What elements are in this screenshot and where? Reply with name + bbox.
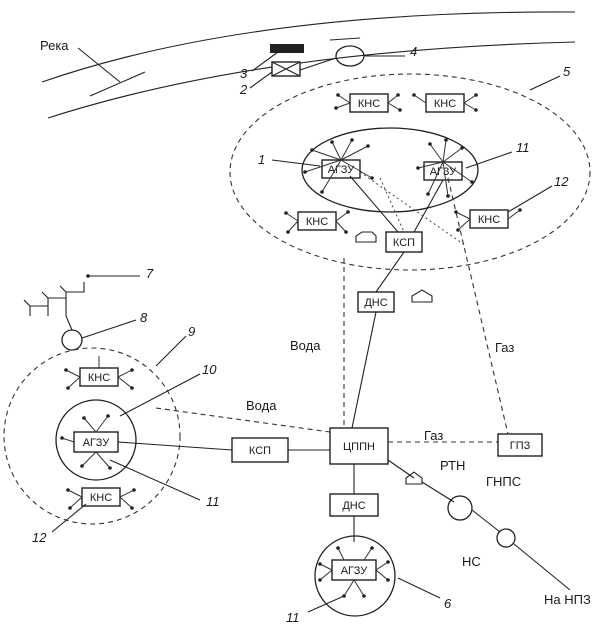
- svg-text:КСП: КСП: [393, 237, 415, 249]
- svg-text:ДНС: ДНС: [342, 500, 365, 512]
- number-3: 3: [240, 66, 248, 81]
- number-11-bottom: 11: [286, 610, 300, 625]
- leader-3: [251, 51, 279, 72]
- leader-6: [397, 577, 441, 599]
- well-group-icon: [23, 282, 85, 316]
- number-1: 1: [258, 152, 265, 167]
- number-4: 4: [410, 44, 417, 59]
- kns-box: КНС: [81, 487, 121, 507]
- ksp-box: КСП: [385, 231, 423, 253]
- gnps-station-icon: [447, 495, 473, 521]
- dns-box: ДНС: [329, 493, 379, 517]
- agzu-box: АГЗУ: [321, 159, 361, 179]
- svg-text:АГЗУ: АГЗУ: [328, 164, 356, 176]
- kns-box: КНС: [469, 209, 509, 229]
- agzu-box: АГЗУ: [73, 431, 119, 453]
- gas-label-2: Газ: [424, 428, 443, 443]
- gnps-label: ГНПС: [486, 474, 521, 489]
- svg-text:АГЗУ: АГЗУ: [83, 437, 111, 449]
- leader-10: [119, 373, 201, 417]
- ns-station-icon: [496, 528, 516, 548]
- ksp-dns-line: [375, 251, 405, 293]
- number-8: 8: [140, 310, 148, 325]
- leader-1: [271, 159, 321, 167]
- water-label-2: Вода: [246, 398, 277, 413]
- agzu-ksp-lines: [349, 175, 444, 233]
- svg-text:ГПЗ: ГПЗ: [510, 440, 531, 452]
- well-cluster-boundary: [301, 127, 479, 213]
- tank-icon: [405, 471, 423, 485]
- water-label-1: Вода: [290, 338, 321, 353]
- number-9: 9: [188, 324, 195, 339]
- svg-text:ДНС: ДНС: [364, 297, 387, 309]
- number-5: 5: [563, 64, 571, 79]
- svg-text:АГЗУ: АГЗУ: [341, 565, 369, 577]
- number-12-left: 12: [32, 530, 47, 545]
- tank-icon: [355, 231, 377, 243]
- water-tank-icon: [335, 45, 365, 67]
- ksp-box: КСП: [231, 437, 289, 463]
- svg-text:КНС: КНС: [88, 372, 110, 384]
- number-2: 2: [239, 82, 248, 97]
- number-11: 11: [516, 140, 530, 155]
- svg-text:КНС: КНС: [90, 492, 112, 504]
- gas-label-1: Газ: [495, 340, 514, 355]
- oil-field-boundary: [229, 73, 591, 271]
- tank-icon: [411, 289, 433, 303]
- gnps-ns-line: [471, 509, 501, 533]
- tank-8-icon: [61, 329, 83, 351]
- kns-box: КНС: [79, 367, 119, 387]
- svg-text:КНС: КНС: [306, 216, 328, 228]
- svg-text:КНС: КНС: [434, 98, 456, 110]
- river-label: Река: [40, 38, 69, 53]
- well-spokes: [303, 138, 474, 198]
- leader-9: [155, 335, 187, 367]
- leader-12: [507, 185, 553, 213]
- dns-cppn-line: [351, 311, 377, 429]
- leader-5: [529, 75, 561, 91]
- pump-icon: [271, 61, 301, 77]
- svg-text:ЦППН: ЦППН: [343, 441, 375, 453]
- ns-npz-line: [513, 543, 571, 591]
- svg-text:КСП: КСП: [249, 445, 271, 457]
- dns-box: ДНС: [357, 291, 395, 313]
- bottom-field-boundary: [314, 535, 396, 617]
- number-10: 10: [202, 362, 217, 377]
- agzu-box: АГЗУ: [331, 559, 377, 581]
- to-npz-label: На НПЗ: [544, 592, 591, 607]
- kns-box: КНС: [425, 93, 465, 113]
- left-field-boundary: [3, 347, 181, 525]
- tank-link: [299, 57, 337, 71]
- svg-text:КНС: КНС: [358, 98, 380, 110]
- rtn-gnps-line: [421, 481, 455, 503]
- cppn-rtn-line: [387, 459, 415, 479]
- number-12: 12: [554, 174, 569, 189]
- leader-2: [249, 71, 273, 89]
- leader-11: [465, 151, 513, 169]
- svg-text:КНС: КНС: [478, 214, 500, 226]
- water-line-left: [155, 407, 331, 433]
- gpz-box: ГПЗ: [497, 433, 543, 457]
- kns-box: КНС: [349, 93, 389, 113]
- river: [41, 11, 576, 119]
- number-7: 7: [146, 266, 154, 281]
- agzu-ksp-line: [117, 441, 233, 451]
- leader-11-bottom: [307, 595, 345, 613]
- ns-label: НС: [462, 554, 481, 569]
- river-label-leader: [77, 47, 121, 83]
- intake-structure: [270, 44, 304, 53]
- cppn-box: ЦППН: [329, 427, 389, 465]
- leader-8: [81, 319, 137, 339]
- leader-12-left: [51, 503, 87, 533]
- leader-11-left: [109, 459, 201, 501]
- left-cluster-boundary: [55, 399, 137, 481]
- pipe-7-8: [65, 315, 73, 331]
- gas-line: [447, 177, 509, 435]
- number-11-left: 11: [206, 494, 220, 509]
- rtn-label: РТН: [440, 458, 465, 473]
- kns-box: КНС: [297, 211, 337, 231]
- number-6: 6: [444, 596, 452, 611]
- gas-lines: [359, 171, 467, 247]
